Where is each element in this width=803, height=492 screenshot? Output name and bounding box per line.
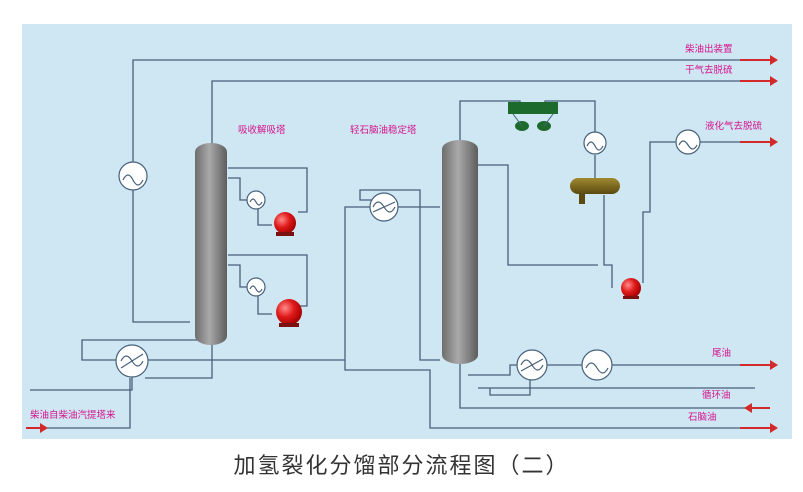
exchanger-icon [581,349,613,381]
exchanger-icon [246,277,266,297]
pipe-stab-bottom [459,360,758,409]
absorber-column [195,143,227,345]
pipe-stab-ex1 [468,364,518,376]
pipe-absorber-loop-1b [228,167,308,213]
label-stabilizer: 轻石脑油稳定塔 [350,124,417,136]
pipe-absorber-loop-1c [257,205,272,226]
pipe-absorber-loop-2b [228,254,308,307]
reflux-drum-icon [570,178,620,204]
exchanger-icon [369,192,399,222]
pump-icon [621,278,641,299]
heat-exchanger-icons [115,129,701,381]
label-diesel-out: 柴油出装置 [685,43,733,55]
label-dry-gas: 干气去脱硫 [685,64,733,76]
arrow-right-icon [740,137,778,147]
exchanger-icon [516,349,548,381]
pipe-network [30,59,758,429]
pipe-left-ex-out [145,206,370,361]
exchanger-icon [246,190,266,210]
arrow-right-icon [26,423,48,433]
pump-icon [276,299,302,327]
pipe-drum-to-pump [603,195,613,288]
exchanger-icon [583,131,607,155]
pipe-dry-gas [211,80,755,148]
pump-icons [274,212,641,327]
pipe-absorber-loop-2 [228,264,248,288]
pipe-feed [30,378,131,429]
pipe-absorber-loop-2c [257,295,272,315]
arrow-left-icon [744,403,770,413]
pipe-left-ex-down [30,375,133,391]
exchanger-icon [118,161,148,191]
label-feed: 柴油自柴油汽提塔来 [30,409,116,421]
label-absorber: 吸收解吸塔 [238,124,286,136]
arrow-right-icon [740,76,778,86]
pipe-absorber-loop-1 [228,177,248,201]
pipe-absorber-bottom [132,308,190,323]
pipe-mid-ex-in [359,189,440,361]
air-cooler-icon [508,102,558,131]
arrow-right-icon [740,55,778,65]
pipe-feed-top [145,345,213,379]
pipe-lpg [642,141,676,283]
pipe-ex1-down [489,378,531,396]
pipe-reflux [478,164,598,266]
arrow-right-icon [740,360,778,370]
pipe-diesel-out [132,59,755,308]
pipe-left-to-mid [344,360,758,429]
stabilizer-column [442,140,478,364]
label-tail-oil: 尾油 [712,347,731,359]
label-recycle-oil: 循环油 [702,389,731,401]
diagram-caption: 加氢裂化分馏部分流程图（二） [233,454,570,479]
label-lpg: 液化气去脱硫 [705,120,763,132]
arrow-right-icon [740,423,778,433]
exchanger-icon [675,129,701,155]
exchanger-icon [115,344,149,378]
pump-icon [274,212,296,236]
label-naphtha: 石脑油 [688,411,717,423]
flow-arrows [26,55,778,433]
